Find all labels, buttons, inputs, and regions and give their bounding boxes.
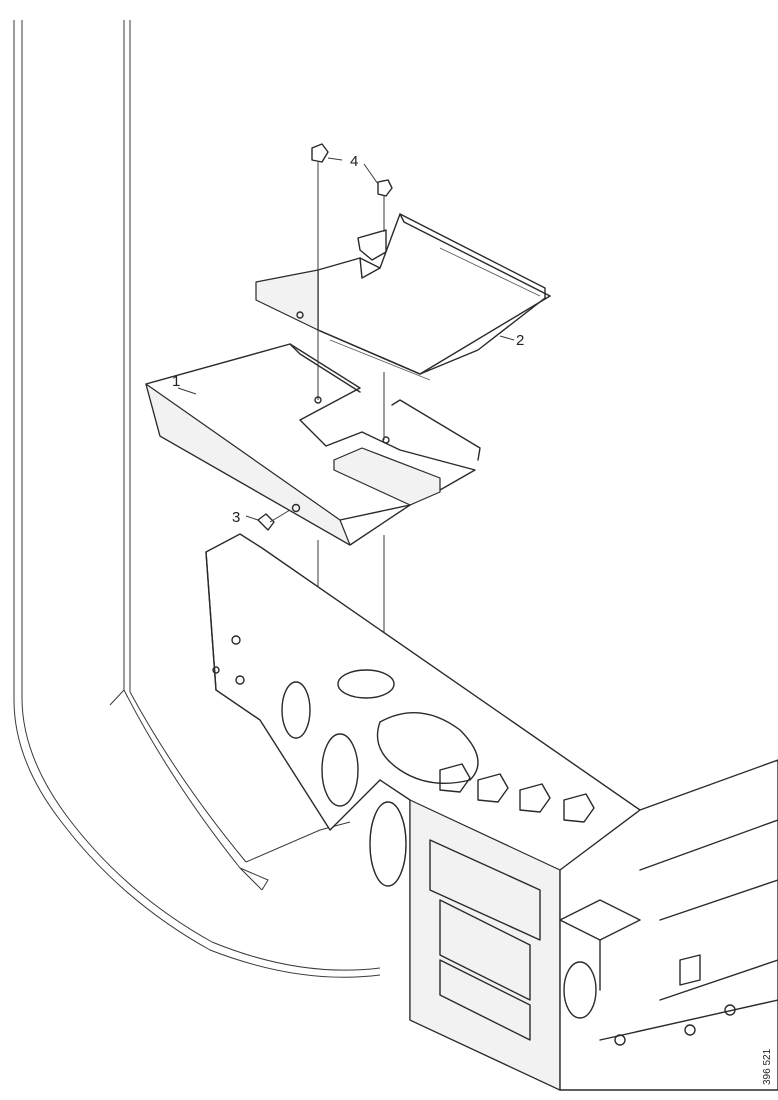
bracket-part-2 (255, 213, 551, 381)
frame-body (205, 533, 778, 1091)
screw-part-3 (257, 509, 291, 531)
callout-4: 4 (350, 153, 358, 170)
bracket-part-1 (145, 343, 481, 546)
callout-3: 3 (232, 509, 240, 526)
bolt-part-4a (311, 143, 329, 400)
callout-leaders (177, 157, 515, 521)
callout-2: 2 (516, 332, 524, 349)
callout-1: 1 (172, 373, 180, 390)
cab-outline (13, 20, 381, 978)
reference-code: 396 521 (762, 1048, 773, 1085)
bolt-part-4b (377, 179, 393, 440)
